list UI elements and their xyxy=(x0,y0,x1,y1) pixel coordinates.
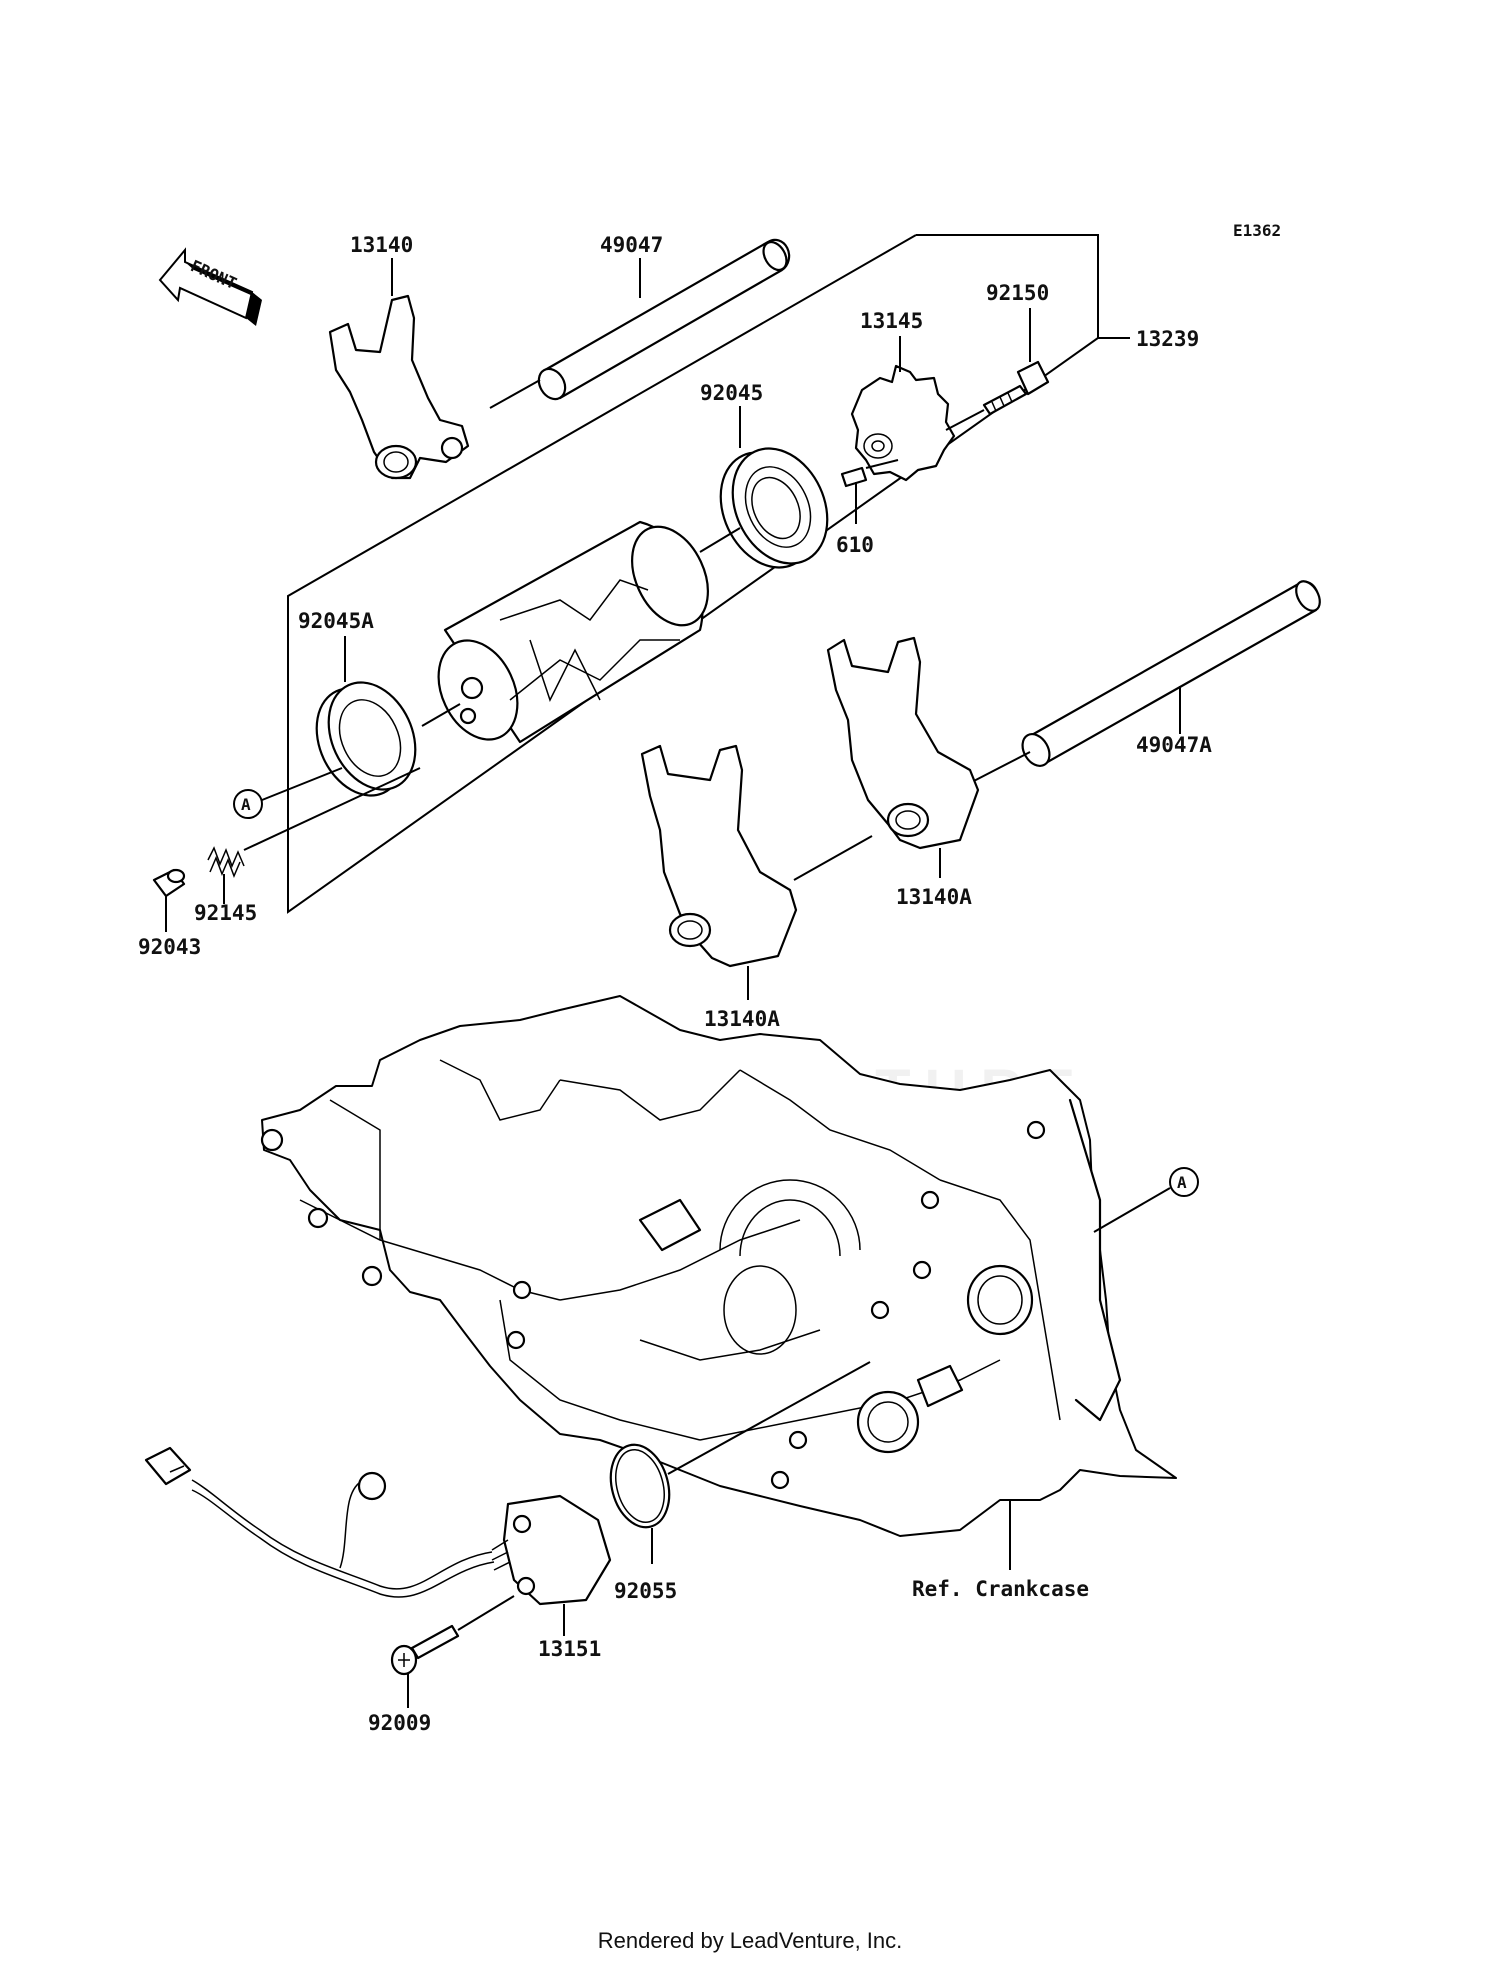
bearing-92045A xyxy=(315,681,417,797)
leader-drum-to-bearing xyxy=(699,527,741,553)
pin-610 xyxy=(840,466,868,488)
part-label-92145: 92145 xyxy=(194,901,257,925)
bearing-92045 xyxy=(719,447,829,569)
part-label-13145: 13145 xyxy=(860,309,923,333)
shift-drum xyxy=(437,520,709,744)
gear-position-sensor-13151 xyxy=(491,1494,612,1606)
reference-marker-a-left: A xyxy=(233,789,263,819)
shaft-49047A xyxy=(1021,580,1321,767)
part-label-92150: 92150 xyxy=(986,281,1049,305)
svg-text:A: A xyxy=(241,795,251,814)
part-label-13239: 13239 xyxy=(1136,327,1199,351)
leader-bolt-to-cam xyxy=(945,409,985,431)
shift-fork-13140 xyxy=(328,294,470,480)
part-label-92045: 92045 xyxy=(700,381,763,405)
leader-shaft-to-fork xyxy=(489,379,541,409)
o-ring-92055 xyxy=(609,1443,671,1529)
pin-92043 xyxy=(152,868,186,898)
part-label-92045A: 92045A xyxy=(298,609,374,633)
leader-ref-a-left xyxy=(261,767,343,801)
leader-oring-to-case xyxy=(667,1361,871,1475)
screw-92009 xyxy=(390,1624,460,1676)
leader-fork-to-fork xyxy=(793,835,873,881)
part-label-610: 610 xyxy=(836,533,874,557)
shaft-49047 xyxy=(537,238,791,401)
diagram-code: E1362 xyxy=(1233,221,1281,240)
wire-harness xyxy=(144,1446,495,1598)
part-label-13140A-upper: 13140A xyxy=(896,885,972,909)
leader-ref-a-right xyxy=(1093,1187,1171,1233)
part-label-49047A: 49047A xyxy=(1136,733,1212,757)
part-label-92055: 92055 xyxy=(614,1579,677,1603)
shift-fork-13140A-upper xyxy=(826,636,980,850)
svg-text:A: A xyxy=(1177,1173,1187,1192)
part-label-13140: 13140 xyxy=(350,233,413,257)
leader-screw-to-sensor xyxy=(457,1595,515,1631)
label-ref-crankcase: Ref. Crankcase xyxy=(912,1577,1089,1601)
part-label-13140A-lower: 13140A xyxy=(704,1007,780,1031)
crankcase-reference xyxy=(260,995,1177,1537)
part-label-13151: 13151 xyxy=(538,1637,601,1661)
shift-fork-13140A-lower xyxy=(640,744,798,968)
footer-credit: Rendered by LeadVenture, Inc. xyxy=(597,1928,903,1953)
leader-shaft-to-fork-a xyxy=(967,751,1031,785)
part-label-49047: 49047 xyxy=(600,233,663,257)
part-label-92009: 92009 xyxy=(368,1711,431,1735)
reference-marker-a-right: A xyxy=(1169,1167,1199,1197)
spring-92145 xyxy=(207,846,245,879)
front-direction-arrow: FRONT xyxy=(158,247,262,326)
leader-spring-to-drum xyxy=(243,767,421,851)
leader-bearing-to-drum xyxy=(421,703,461,727)
bolt-92150 xyxy=(982,360,1050,416)
cam-plate-13145 xyxy=(850,364,956,482)
leader-pin-to-cam xyxy=(865,459,899,469)
part-label-92043: 92043 xyxy=(138,935,201,959)
